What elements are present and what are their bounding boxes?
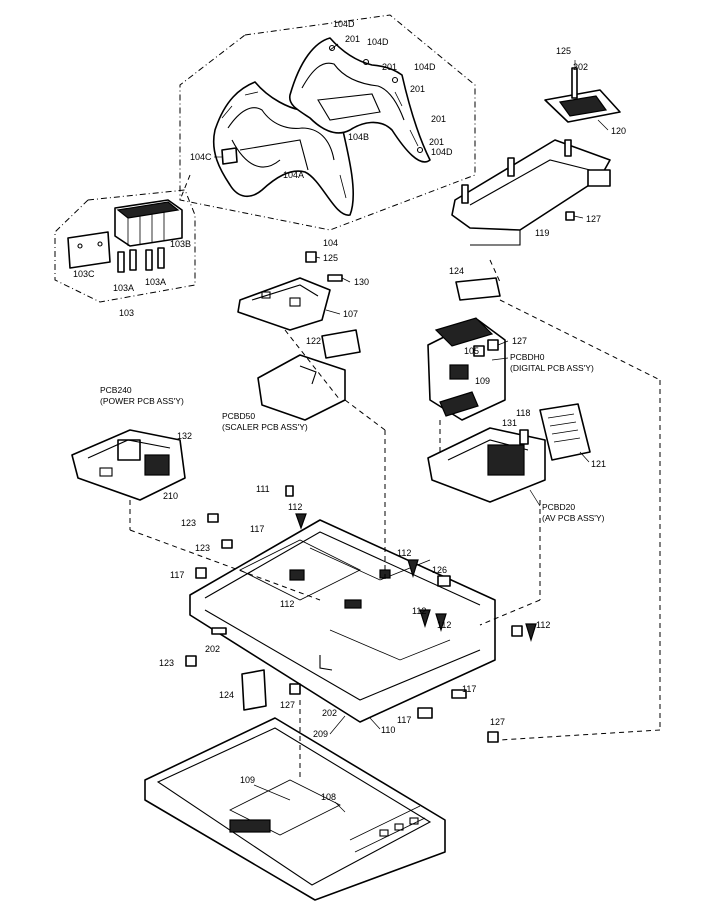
label-125: 125	[556, 46, 571, 56]
label-leader-lines	[214, 119, 609, 813]
label-103a: 103A	[145, 277, 166, 287]
part-103b-block	[114, 199, 183, 247]
part-124-sheet-a	[455, 277, 501, 301]
label-107: 107	[343, 309, 358, 319]
label-104: 104	[323, 238, 338, 248]
label-209: 209	[313, 729, 328, 739]
label-201: 201	[431, 114, 446, 124]
label-103a: 103A	[113, 283, 134, 293]
label-104d: 104D	[367, 37, 389, 47]
label-pcbd50: PCBD50	[222, 411, 255, 421]
part-122-board	[321, 329, 361, 359]
label-201: 201	[429, 137, 444, 147]
part-130-sheet	[327, 274, 343, 282]
label-pcb240: PCB240	[100, 385, 132, 395]
group-103-outline	[54, 189, 196, 303]
label-132: 132	[177, 431, 192, 441]
label-117: 117	[462, 684, 476, 694]
label-131: 131	[502, 418, 517, 428]
label-104d: 104D	[333, 19, 355, 29]
label-122: 122	[306, 336, 321, 346]
label-112: 112	[280, 599, 294, 609]
label-109: 109	[475, 376, 490, 386]
part-105-clip	[473, 345, 485, 357]
label-127: 127	[280, 700, 295, 710]
label-pcb240-desc: (POWER PCB ASS'Y)	[100, 396, 184, 406]
label-124: 124	[449, 266, 464, 276]
label-112: 112	[536, 620, 550, 630]
label-121: 121	[591, 459, 606, 469]
label-125: 125	[323, 253, 338, 263]
front-bezel-panel	[144, 717, 446, 901]
label-110: 110	[381, 725, 395, 735]
pcbdh0-digital-board	[427, 317, 506, 421]
part-125-clip	[305, 251, 317, 263]
part-103c-plate	[67, 231, 111, 269]
pcbd20-av-board	[427, 403, 591, 503]
label-104d: 104D	[431, 147, 453, 157]
label-103: 103	[119, 308, 134, 318]
label-112: 112	[412, 606, 426, 616]
pcb240-power-board	[71, 429, 186, 501]
label-104d: 104D	[414, 62, 436, 72]
label-123: 123	[159, 658, 174, 668]
label-103c: 103C	[73, 269, 95, 279]
label-109: 109	[240, 775, 255, 785]
label-pcbd20-desc: (AV PCB ASS'Y)	[542, 513, 605, 523]
label-127: 127	[490, 717, 505, 727]
label-120: 120	[611, 126, 626, 136]
part-119-bracket	[451, 139, 611, 246]
label-117: 117	[397, 715, 411, 725]
pcbd50-scaler-board	[257, 354, 346, 421]
part-127-clip-a	[565, 211, 575, 221]
label-123: 123	[195, 543, 210, 553]
label-202: 202	[573, 62, 588, 72]
chassis-fasteners	[185, 485, 537, 743]
label-pcbdh0-desc: (DIGITAL PCB ASS'Y)	[510, 363, 594, 373]
label-130: 130	[354, 277, 369, 287]
part-127-clip-b	[487, 339, 499, 351]
label-123: 123	[181, 518, 196, 528]
part-104b-base-rear	[288, 37, 431, 163]
label-105: 105	[464, 346, 479, 356]
label-108: 108	[321, 792, 336, 802]
label-104b: 104B	[348, 132, 369, 142]
part-107-frame	[237, 277, 331, 331]
label-119: 119	[535, 228, 549, 238]
label-118: 118	[516, 408, 530, 418]
label-117: 117	[250, 524, 264, 534]
group-104-outline	[179, 14, 476, 231]
assembly-guide-lines	[129, 174, 661, 780]
label-127: 127	[512, 336, 527, 346]
label-103b: 103B	[170, 239, 191, 249]
label-210: 210	[163, 491, 178, 501]
part-labels: 104D 201 104D 201 104D 201 201 201 104D …	[73, 19, 626, 802]
label-104a: 104A	[283, 170, 304, 180]
label-124: 124	[219, 690, 234, 700]
label-126: 126	[432, 565, 447, 575]
label-127: 127	[586, 214, 601, 224]
label-111: 111	[256, 484, 270, 494]
label-pcbdh0: PCBDH0	[510, 352, 545, 362]
part-120-bracket	[544, 67, 621, 187]
label-202: 202	[205, 644, 220, 654]
label-104c: 104C	[190, 152, 212, 162]
part-104c	[221, 147, 238, 165]
label-202: 202	[322, 708, 337, 718]
label-pcbd50-desc: (SCALER PCB ASS'Y)	[222, 422, 308, 432]
label-112: 112	[288, 502, 302, 512]
part-103a-legs	[117, 247, 165, 273]
label-112: 112	[397, 548, 411, 558]
part-124-sheet-b	[241, 669, 267, 711]
label-pcbd20: PCBD20	[542, 502, 575, 512]
label-201: 201	[410, 84, 425, 94]
label-201: 201	[345, 34, 360, 44]
label-117: 117	[170, 570, 184, 580]
label-112: 112	[437, 620, 451, 630]
label-201: 201	[382, 62, 397, 72]
